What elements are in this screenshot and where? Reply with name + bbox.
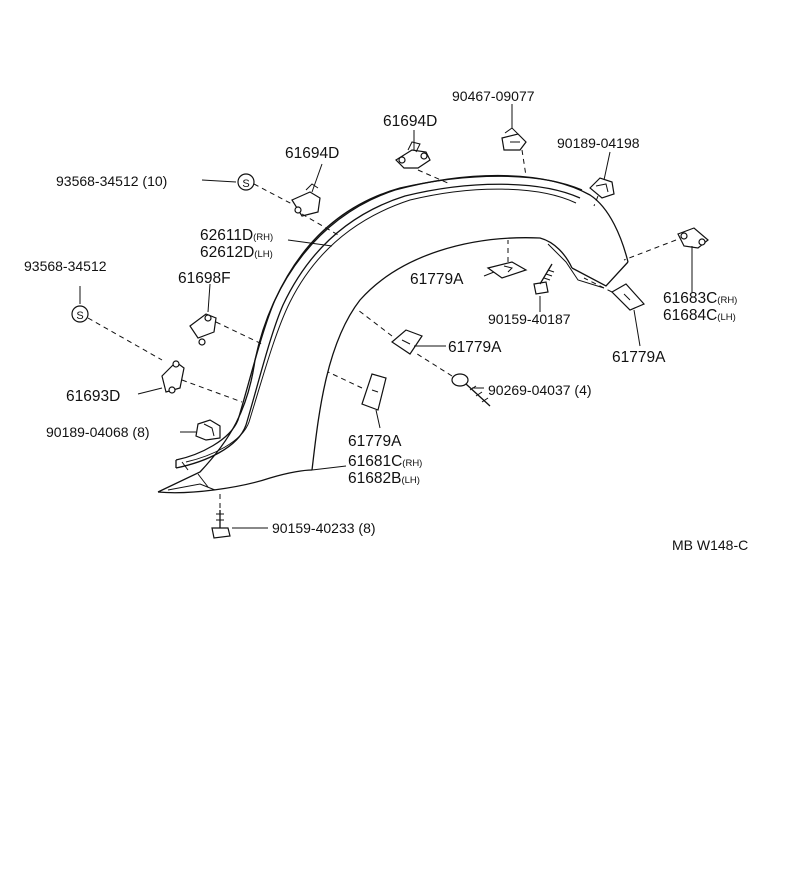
label-61779a-upper: 61779A <box>410 271 464 288</box>
label-61693d: 61693D <box>66 388 120 405</box>
clip-61698f <box>189 313 217 346</box>
label-90159-40187: 90159-40187 <box>488 311 571 327</box>
label-90189-04198: 90189-04198 <box>557 135 640 151</box>
clip-61694d-top <box>395 141 431 169</box>
label-61682b: 61682B(LH) <box>348 470 420 487</box>
screw-90159-40233 <box>211 510 231 539</box>
label-61683c: 61683C(RH) <box>663 290 737 307</box>
clip-s-icon: S <box>237 173 255 191</box>
label-61694d-top: 61694D <box>383 113 437 130</box>
clip-61693d <box>161 360 185 394</box>
pad-61779a-center <box>391 329 423 355</box>
label-61779a-lower: 61779A <box>348 433 402 450</box>
label-61694d-left: 61694D <box>285 145 339 162</box>
pad-61779a-right <box>611 283 646 311</box>
label-61684c: 61684C(LH) <box>663 307 736 324</box>
pad-61779a-lower <box>361 373 387 411</box>
label-90189-04068: 90189-04068 (8) <box>46 424 150 440</box>
clip-s-icon: S <box>71 305 89 323</box>
leader-lines <box>79 104 693 529</box>
label-90269-04037: 90269-04037 (4) <box>488 382 592 398</box>
label-61681c: 61681C(RH) <box>348 453 422 470</box>
label-62611d: 62611D(RH) <box>200 227 273 244</box>
clip-s-letter: S <box>242 178 249 190</box>
label-61779a-right: 61779A <box>612 349 666 366</box>
label-61779a-center: 61779A <box>448 339 502 356</box>
clip-61683c <box>677 227 709 249</box>
clip-s-letter: S <box>76 310 83 322</box>
label-90159-40233: 90159-40233 (8) <box>272 520 376 536</box>
label-61698f: 61698F <box>178 270 231 287</box>
upper-moulding-strip <box>175 175 583 471</box>
diagram-code: MB W148-C <box>672 537 748 553</box>
nut-90189-04198 <box>589 177 615 199</box>
label-93568-34512: 93568-34512 <box>24 258 107 274</box>
part-labels: 90467-09077 61694D 90189-04198 61694D 93… <box>24 88 748 553</box>
fender-flare-molding <box>157 174 629 494</box>
rivet-90269 <box>451 373 491 407</box>
pad-61779a-upper <box>486 261 528 279</box>
clip-61694d-left <box>291 183 321 217</box>
label-90467-09077: 90467-09077 <box>452 88 535 104</box>
nut-90189-04068 <box>195 419 221 441</box>
clip-90467 <box>501 127 527 151</box>
label-62612d: 62612D(LH) <box>200 244 273 261</box>
label-93568-34512-10: 93568-34512 (10) <box>56 173 167 189</box>
screw-90159-40187 <box>533 263 555 295</box>
